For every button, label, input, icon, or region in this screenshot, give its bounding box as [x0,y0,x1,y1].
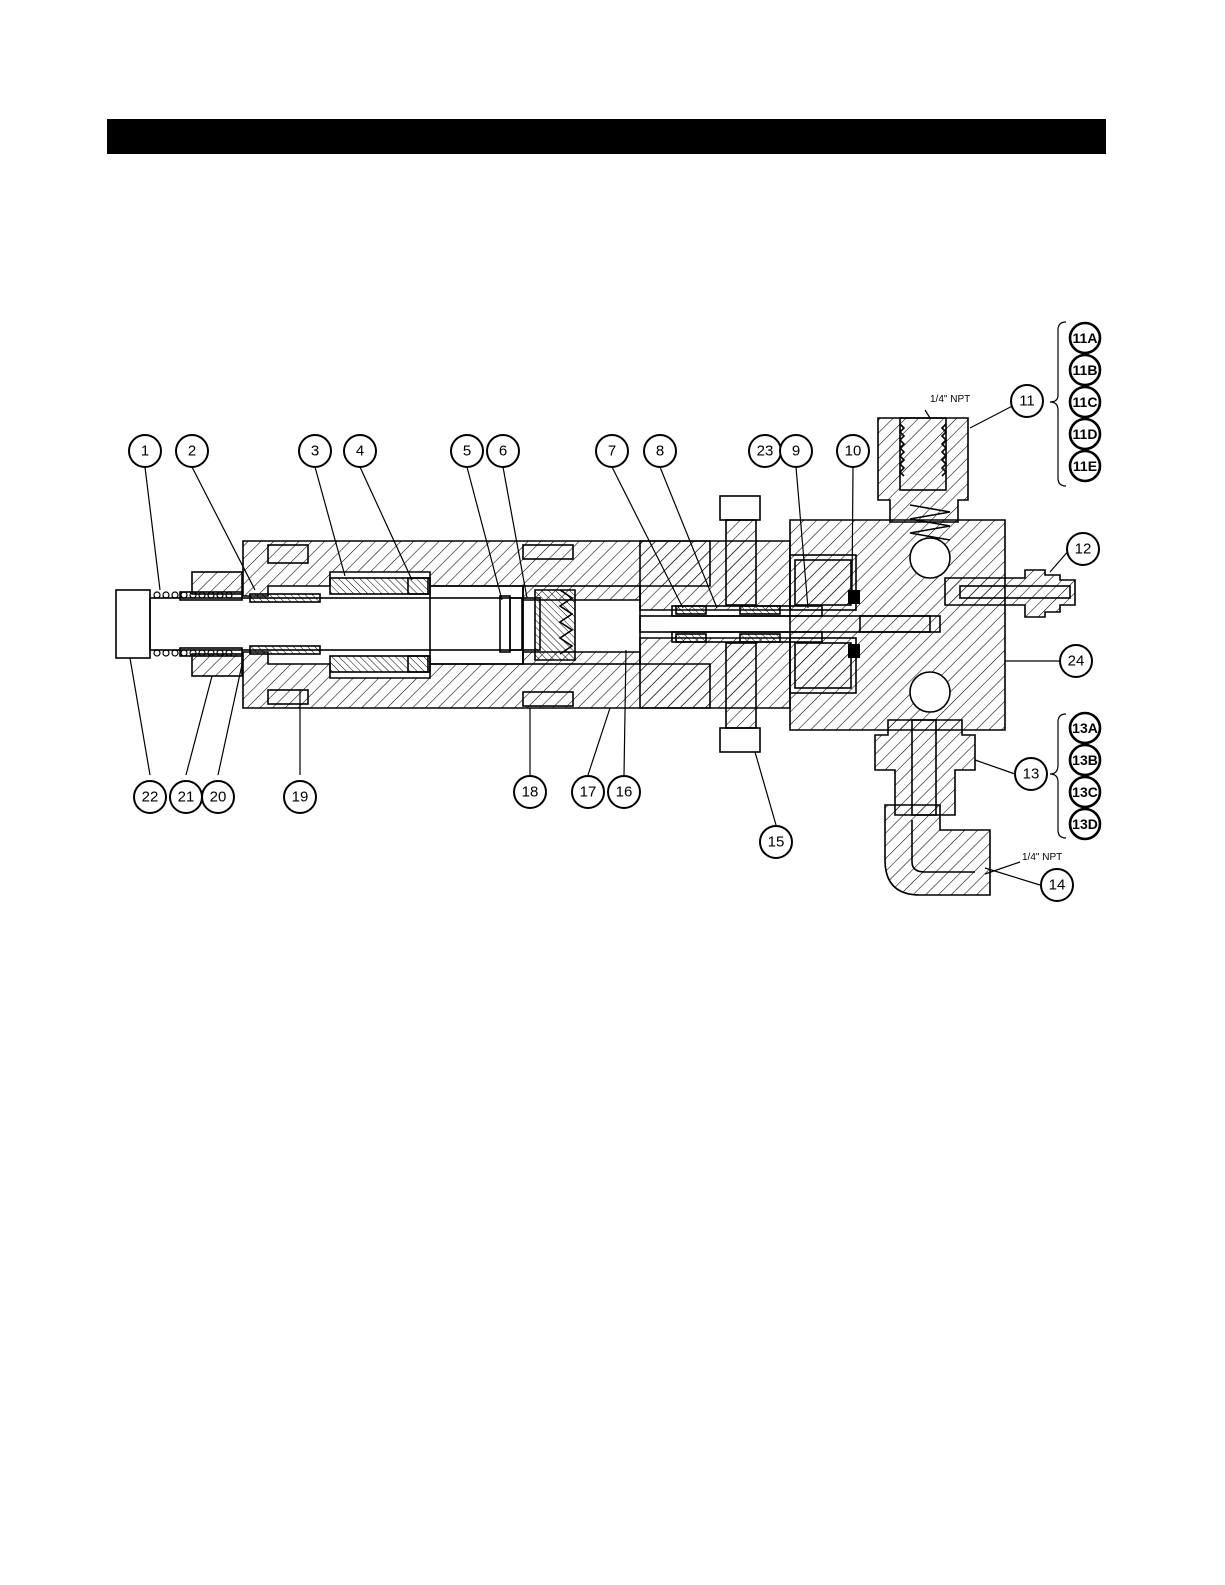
group-11-brace [1050,322,1066,486]
svg-text:17: 17 [580,784,597,801]
valve-body [790,520,1005,730]
svg-text:7: 7 [608,443,616,460]
inlet-check-valve [875,720,975,815]
callout-13A: 13A [1070,713,1100,743]
callout-15: 15 [760,826,792,858]
piston-chamber [330,578,523,672]
callout-10: 10 [837,435,869,467]
return-spring [154,592,232,656]
callout-6: 6 [487,435,519,467]
callout-12: 12 [1067,533,1099,565]
callout-9: 9 [780,435,812,467]
svg-text:13B: 13B [1072,752,1098,768]
elbow-fitting [885,805,990,895]
svg-text:2: 2 [188,443,196,460]
svg-text:13A: 13A [1072,720,1098,736]
svg-text:23: 23 [757,443,774,460]
inlet-fittings [720,496,760,752]
callout-11: 11 [1011,385,1043,417]
svg-text:11: 11 [1019,393,1035,410]
callout-11E: 11E [1070,451,1100,481]
svg-text:12: 12 [1075,541,1092,558]
svg-text:19: 19 [292,789,309,806]
svg-text:15: 15 [768,834,785,851]
callout-1: 1 [129,435,161,467]
svg-text:21: 21 [178,789,195,806]
callout-8: 8 [644,435,676,467]
rod-bushing-bottom [250,646,320,654]
svg-text:22: 22 [142,789,159,806]
svg-text:16: 16 [616,784,633,801]
npt-label-top: 1/4" NPT [930,394,970,405]
callout-2: 2 [176,435,208,467]
callout-22: 22 [134,781,166,813]
callout-4: 4 [344,435,376,467]
callout-11A: 11A [1070,323,1100,353]
svg-text:13D: 13D [1072,816,1098,832]
callout-24: 24 [1060,645,1092,677]
callout-13C: 13C [1070,777,1100,807]
svg-text:11E: 11E [1073,458,1097,474]
svg-text:11C: 11C [1073,394,1098,410]
callout-20: 20 [202,781,234,813]
callout-11B: 11B [1070,355,1100,385]
svg-text:14: 14 [1049,877,1066,894]
svg-text:13: 13 [1023,766,1040,783]
svg-text:11D: 11D [1073,426,1098,442]
callout-21: 21 [170,781,202,813]
callout-17: 17 [572,776,604,808]
callout-14: 14 [1041,869,1073,901]
gland-nut [180,572,242,676]
group-13-brace [1050,714,1066,838]
svg-text:1: 1 [141,443,149,460]
svg-text:5: 5 [463,443,471,460]
svg-text:8: 8 [656,443,664,460]
callout-13B: 13B [1070,745,1100,775]
svg-text:10: 10 [845,443,862,460]
callout-13D: 13D [1070,809,1100,839]
svg-text:13C: 13C [1072,784,1098,800]
rod-bushing-top [250,594,320,602]
rod-end-cap [116,590,150,658]
svg-text:3: 3 [311,443,319,460]
callout-13: 13 [1015,758,1047,790]
callout-11D: 11D [1070,419,1100,449]
svg-text:6: 6 [499,443,507,460]
callout-11C: 11C [1070,387,1100,417]
svg-text:4: 4 [356,443,364,460]
svg-text:11B: 11B [1073,362,1098,378]
callout-23: 23 [749,435,781,467]
callout-3: 3 [299,435,331,467]
svg-text:11A: 11A [1073,330,1098,346]
callout-16: 16 [608,776,640,808]
npt-label-bottom: 1/4" NPT [1022,852,1062,863]
callout-7: 7 [596,435,628,467]
svg-text:24: 24 [1068,653,1085,670]
svg-text:9: 9 [792,443,800,460]
callout-18: 18 [514,776,546,808]
callout-5: 5 [451,435,483,467]
svg-text:18: 18 [522,784,539,801]
callout-19: 19 [284,781,316,813]
svg-text:20: 20 [210,789,227,806]
outlet-check-valve [878,418,968,540]
